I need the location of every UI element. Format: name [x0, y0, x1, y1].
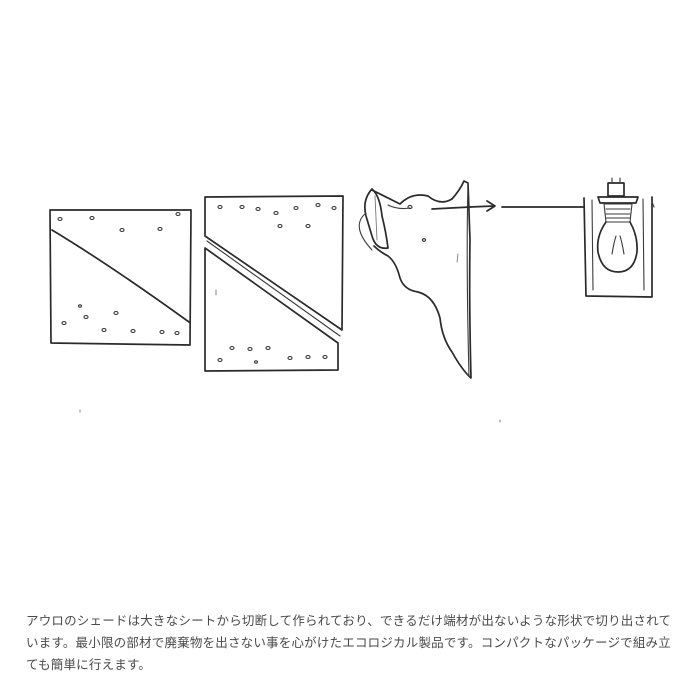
assembly-arrow — [431, 200, 585, 212]
sheet-dots — [57, 211, 181, 336]
full-sheet-panel — [49, 209, 192, 346]
assembled-lamp — [583, 177, 655, 298]
cut-sheet-dots — [217, 202, 337, 364]
assembly-sketch — [49, 177, 655, 423]
product-description: アウロのシェードは大きなシートから切断して作られており、できるだけ端材が出ないよ… — [26, 613, 672, 672]
cut-sheet-panel — [204, 195, 344, 372]
rolled-shade-sketch — [358, 180, 472, 379]
